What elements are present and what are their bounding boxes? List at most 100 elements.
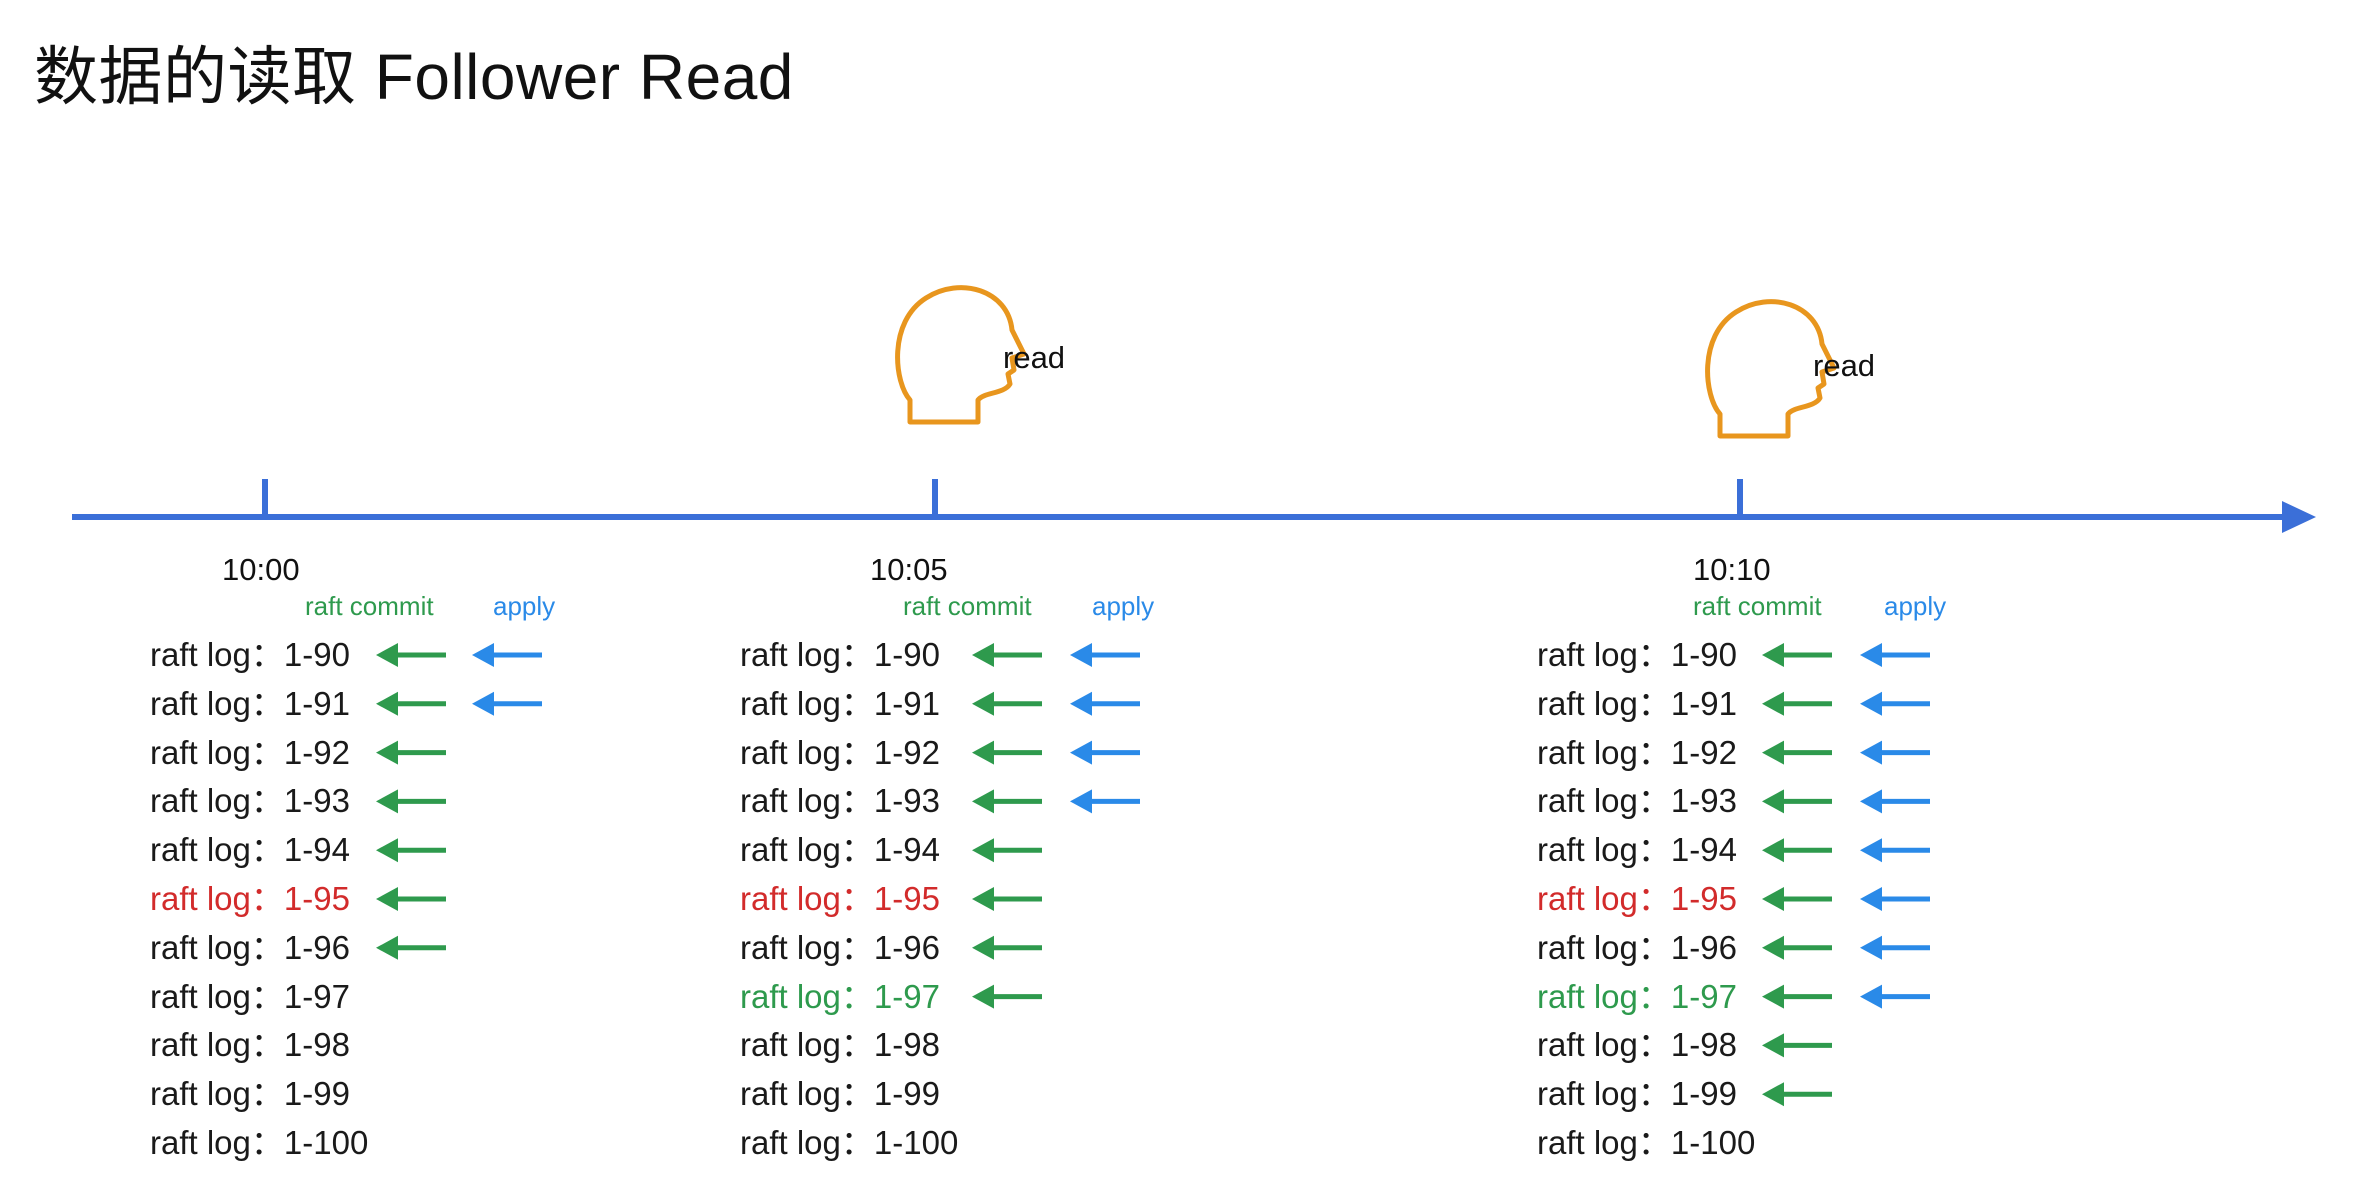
raft-log-index: 1-92 [283,733,350,771]
commit-arrow-icon [972,740,1042,765]
raft-commit-header: raft commit [1693,591,1822,621]
raft-log-entry: raft log：1-95 [150,882,350,915]
raft-log-label: raft log： [1537,880,1671,917]
raft-log-entry: raft log：1-93 [150,784,350,817]
apply-arrow-icon [472,643,542,667]
raft-log-entry: raft log：1-91 [1537,687,1737,720]
raft-log-entry: raft log：1-90 [150,638,350,671]
raft-log-index: 1-95 [873,880,940,917]
commit-arrow-icon [1762,643,1832,667]
raft-log-label: raft log： [1537,831,1671,869]
raft-log-label: raft log： [1537,1026,1671,1064]
raft-log-entry: raft log：1-100 [150,1126,368,1159]
raft-log-label: raft log： [740,733,874,771]
commit-arrow-icon [972,984,1042,1009]
apply-arrow-icon [1860,935,1930,960]
raft-log-label: raft log： [150,733,284,771]
page-title: 数据的读取 Follower Read [34,41,794,113]
raft-log-index: 1-98 [1670,1026,1737,1064]
raft-log-label: raft log： [150,1026,284,1064]
raft-log-index: 1-96 [283,928,350,966]
raft-log-label: raft log： [740,831,874,869]
raft-log-entry: raft log：1-92 [740,736,940,769]
commit-arrow-icon [376,887,446,911]
apply-arrow-icon [1070,691,1140,716]
commit-arrow-icon [1762,1082,1832,1107]
raft-log-index: 1-94 [873,831,940,869]
apply-arrow-icon [472,691,542,716]
raft-log-entry: raft log：1-90 [1537,638,1737,671]
raft-log-index: 1-100 [873,1124,959,1161]
raft-log-index: 1-92 [1670,733,1737,771]
raft-log-entry: raft log：1-97 [1537,980,1737,1013]
raft-commit-header: raft commit [903,591,1032,621]
commit-arrow-icon [376,789,446,814]
commit-arrow-icon [972,935,1042,960]
raft-log-label: raft log： [740,1124,874,1161]
raft-log-index: 1-93 [1670,782,1737,820]
apply-arrow-icon [1860,740,1930,765]
raft-log-index: 1-91 [283,684,350,722]
time-label: 10:00 [222,552,300,587]
raft-log-label: raft log： [1537,684,1671,722]
raft-log-entry: raft log：1-91 [150,687,350,720]
raft-log-entry: raft log：1-99 [740,1077,940,1110]
raft-log-entry: raft log：1-92 [1537,736,1737,769]
commit-arrow-icon [1762,691,1832,716]
reader-head-icon-1 [895,285,1027,425]
commit-arrow-icon [1762,789,1832,814]
raft-log-entry: raft log：1-96 [150,931,350,964]
commit-arrow-icon [1762,1033,1832,1058]
commit-arrow-icon [1762,984,1832,1009]
raft-log-label: raft log： [740,928,874,966]
raft-log-index: 1-94 [283,831,350,869]
apply-arrow-icon [1860,838,1930,863]
commit-arrow-icon [972,887,1042,911]
raft-log-index: 1-93 [283,782,350,820]
raft-log-entry: raft log：1-93 [1537,784,1737,817]
raft-log-index: 1-98 [873,1026,940,1064]
raft-log-index: 1-99 [873,1075,940,1113]
raft-log-index: 1-96 [1670,928,1737,966]
raft-log-index: 1-95 [283,880,350,917]
apply-arrow-icon [1070,740,1140,765]
raft-log-label: raft log： [1537,928,1671,966]
raft-log-label: raft log： [150,928,284,966]
commit-arrow-icon [376,740,446,765]
raft-log-index: 1-96 [873,928,940,966]
raft-log-label: raft log： [740,1075,874,1113]
commit-arrow-icon [972,691,1042,716]
read-label: read [1003,340,1066,375]
apply-arrow-icon [1860,789,1930,814]
apply-arrow-icon [1860,984,1930,1009]
commit-arrow-icon [376,935,446,960]
raft-log-label: raft log： [150,1124,284,1161]
raft-log-label: raft log： [740,636,874,673]
raft-log-index: 1-97 [1670,977,1737,1015]
raft-log-entry: raft log：1-96 [740,931,940,964]
time-label: 10:05 [870,552,948,587]
raft-log-entry: raft log：1-95 [1537,882,1737,915]
raft-log-index: 1-100 [1670,1124,1756,1161]
raft-log-entry: raft log：1-100 [740,1126,958,1159]
raft-log-entry: raft log：1-95 [740,882,940,915]
raft-log-entry: raft log：1-98 [150,1028,350,1061]
commit-arrow-icon [376,643,446,667]
timeline-arrowhead [2282,501,2316,533]
raft-log-index: 1-98 [283,1026,350,1064]
raft-log-index: 1-91 [873,684,940,722]
raft-log-label: raft log： [150,782,284,820]
raft-log-entry: raft log：1-93 [740,784,940,817]
raft-log-entry: raft log：1-92 [150,736,350,769]
apply-arrow-icon [1860,691,1930,716]
raft-log-label: raft log： [150,684,284,722]
raft-log-label: raft log： [150,831,284,869]
raft-log-entry: raft log：1-91 [740,687,940,720]
raft-log-index: 1-92 [873,733,940,771]
raft-log-entry: raft log：1-97 [150,980,350,1013]
commit-arrow-icon [376,691,446,716]
commit-arrow-icon [1762,935,1832,960]
raft-log-entry: raft log：1-90 [740,638,940,671]
raft-log-label: raft log： [740,782,874,820]
raft-log-label: raft log： [1537,782,1671,820]
